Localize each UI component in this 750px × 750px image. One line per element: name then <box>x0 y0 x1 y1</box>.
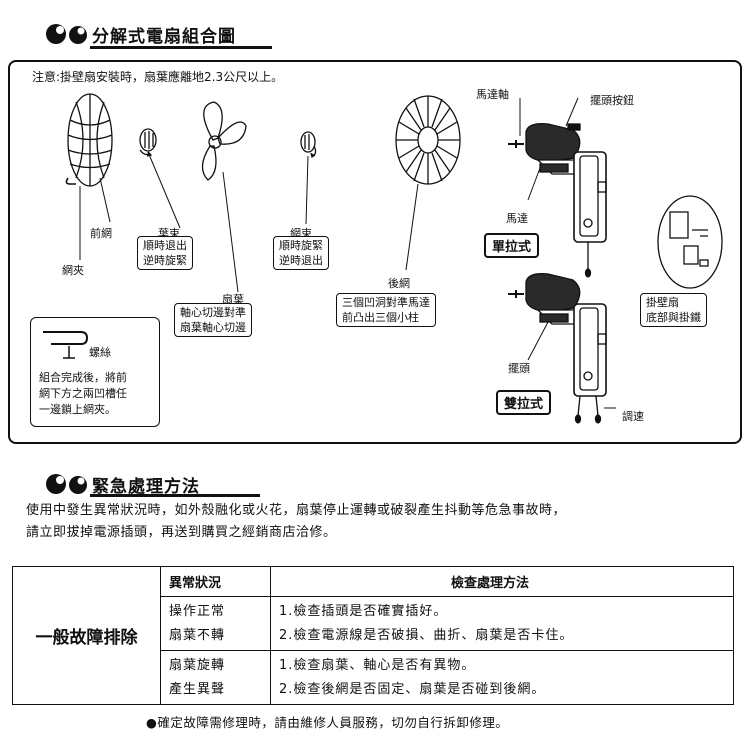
troubleshooting-table: 一般故障排除 異常狀況 檢查處理方法 操作正常 扇葉不轉 1.檢查插頭是否確實插… <box>12 566 734 705</box>
section-title-emergency: 緊急處理方法 <box>92 477 200 497</box>
note-line: 三個凹洞對準馬達 <box>342 296 430 309</box>
label-swing-knob: 擺頭按鈕 <box>590 94 634 107</box>
cell-line: 扇葉旋轉 <box>169 657 226 673</box>
label-swing: 擺頭 <box>508 362 530 375</box>
fan-parts-illustration <box>65 93 723 424</box>
label-motor: 馬達 <box>506 212 528 225</box>
emergency-text: 使用中發生異常狀況時，如外殼融化或火花，扇葉停止運轉或破裂產生抖動等危急事故時，… <box>26 500 746 544</box>
section-title-assembly: 分解式電扇組合圖 <box>92 27 236 47</box>
note-line: 順時旋緊 <box>279 239 323 252</box>
note-box-blade-cap: 順時退出 逆時旋緊 <box>137 236 193 270</box>
table-cell-method: 1.檢查插頭是否確實插好。 2.檢查電源線是否破損、曲折、扇葉是否卡住。 <box>270 596 734 651</box>
table-col-header: 異常狀況 <box>160 566 271 597</box>
label-front-guard: 前網 <box>90 227 112 240</box>
section-bullet-icon <box>46 474 87 494</box>
guard-clip-drawing <box>65 177 76 185</box>
tag-double-pull: 雙拉式 <box>496 390 552 415</box>
cell-line: 扇葉不轉 <box>169 627 226 643</box>
note-box-wall: 掛壁扇 底部與掛鐵 <box>640 293 707 327</box>
table-cell-method: 1.檢查扇葉、軸心是否有異物。 2.檢查後網是否固定、扇葉是否碰到後網。 <box>270 650 734 705</box>
table-row-header: 一般故障排除 <box>12 566 161 705</box>
note-line: 掛壁扇 <box>646 296 679 309</box>
front-guard-drawing <box>67 93 113 187</box>
clip-note-text: 組合完成後，將前 網下方之兩凹槽任 一邊鎖上網夾。 <box>39 370 127 418</box>
label-guard-clip: 網夾 <box>62 264 84 277</box>
note-line: 前凸出三個小柱 <box>342 311 419 324</box>
assembly-diagram-frame <box>8 60 742 444</box>
fan-blade-drawing <box>201 101 247 181</box>
label-screw: 螺絲 <box>89 346 111 359</box>
cell-line: 操作正常 <box>169 603 226 619</box>
guard-nut-drawing <box>300 131 317 159</box>
note-line: 組合完成後，將前 <box>39 371 127 384</box>
cell-line: 1.檢查扇葉、軸心是否有異物。 <box>279 657 476 673</box>
note-line: 逆時退出 <box>279 254 323 267</box>
note-line: 軸心切邊對準 <box>180 306 246 319</box>
rear-guard-drawing <box>395 95 461 185</box>
label-speed: 調速 <box>622 410 644 423</box>
note-line: 底部與掛鐵 <box>646 311 701 324</box>
cell-line: 1.檢查插頭是否確實插好。 <box>279 603 448 619</box>
table-row: 扇葉旋轉 產生異聲 1.檢查扇葉、軸心是否有異物。 2.檢查後網是否固定、扇葉是… <box>13 650 734 705</box>
note-line: 順時退出 <box>143 239 187 252</box>
table-header-row: 一般故障排除 異常狀況 檢查處理方法 <box>12 566 734 705</box>
emergency-text-line: 請立即拔掉電源插頭，再送到購買之經銷商店洽修。 <box>26 525 337 540</box>
note-line: 一邊鎖上網夾。 <box>39 403 116 416</box>
label-rear-guard: 後網 <box>388 277 410 290</box>
note-box-rear-guard: 三個凹洞對準馬達 前凸出三個小柱 <box>336 293 436 327</box>
table-cell-condition: 操作正常 扇葉不轉 <box>160 596 271 651</box>
label-motor-shaft: 馬達軸 <box>476 88 509 101</box>
motor-unit-single-drawing <box>508 123 607 278</box>
table-row: 操作正常 扇葉不轉 1.檢查插頭是否確實插好。 2.檢查電源線是否破損、曲折、扇… <box>13 596 734 651</box>
table-col-header: 檢查處理方法 <box>270 566 734 597</box>
note-line: 逆時旋緊 <box>143 254 187 267</box>
label-blade: 扇葉 <box>222 293 244 306</box>
note-box-blade: 軸心切邊對準 扇葉軸心切邊 <box>174 303 252 337</box>
table-cell-condition: 扇葉旋轉 產生異聲 <box>160 650 271 705</box>
section-bullet-icon <box>46 24 87 44</box>
cell-line: 產生異聲 <box>169 681 226 697</box>
emergency-text-line: 使用中發生異常狀況時，如外殼融化或火花，扇葉停止運轉或破裂產生抖動等危急事故時， <box>26 503 567 518</box>
clip-note-box: 螺絲 組合完成後，將前 網下方之兩凹槽任 一邊鎖上網夾。 <box>30 317 160 427</box>
guard-clip-icon <box>43 331 89 359</box>
tag-single-pull: 單拉式 <box>484 233 540 258</box>
motor-unit-double-drawing <box>508 273 607 424</box>
blade-cap-drawing <box>139 128 157 157</box>
section-title-rule <box>90 46 272 49</box>
footnote: ●確定故障需修理時，請由維修人員服務，切勿自行拆卸修理。 <box>146 715 509 730</box>
wall-bracket-drawing <box>657 195 723 289</box>
note-line: 扇葉軸心切邊 <box>180 321 246 334</box>
install-note: 注意:掛壁扇安裝時，扇葉應離地2.3公尺以上。 <box>32 70 284 84</box>
note-box-guard-nut: 順時旋緊 逆時退出 <box>273 236 329 270</box>
cell-line: 2.檢查後網是否固定、扇葉是否碰到後網。 <box>279 681 546 697</box>
cell-line: 2.檢查電源線是否破損、曲折、扇葉是否卡住。 <box>279 627 574 643</box>
note-line: 網下方之兩凹槽任 <box>39 387 127 400</box>
section-title-rule <box>90 494 260 497</box>
